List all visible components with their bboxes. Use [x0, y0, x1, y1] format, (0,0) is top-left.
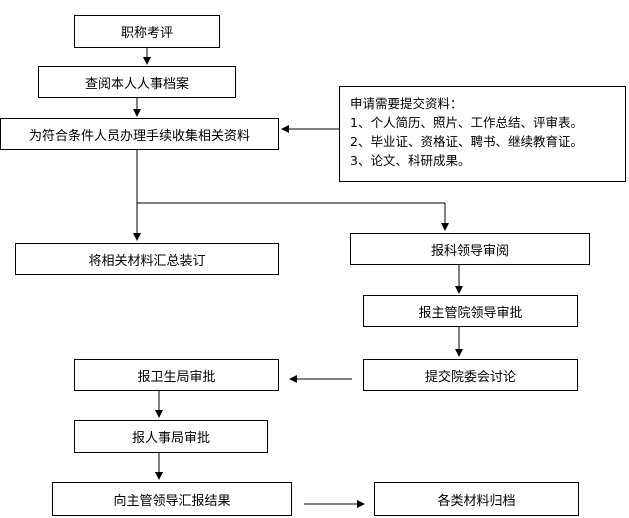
note-item: 3、论文、科研成果。 [350, 153, 471, 168]
required-materials-note: 申请需要提交资料： 1、个人简历、照片、工作总结、评审表。 2、毕业证、资格证、… [339, 86, 626, 182]
box-health-bureau-approval: 报卫生局审批 [74, 359, 279, 391]
note-item: 2、毕业证、资格证、聘书、继续教育证。 [350, 134, 583, 149]
box-title-evaluation: 职称考评 [74, 15, 220, 48]
box-collect-materials: 为符合条件人员办理手续收集相关资料 [0, 118, 279, 150]
box-personnel-bureau-approval: 报人事局审批 [74, 420, 268, 453]
box-report-results: 向主管领导汇报结果 [52, 482, 292, 516]
box-review-personnel-file: 查阅本人人事档案 [38, 66, 236, 98]
box-committee-discussion: 提交院委会讨论 [363, 359, 578, 391]
box-bind-materials: 将相关材料汇总装订 [15, 243, 279, 275]
note-item: 1、个人简历、照片、工作总结、评审表。 [350, 115, 583, 130]
box-submit-dean-leader: 报主管院领导审批 [363, 295, 578, 327]
box-archive-materials: 各类材料归档 [374, 482, 579, 516]
box-submit-dept-leader: 报科领导审阅 [350, 233, 590, 265]
note-title: 申请需要提交资料： [350, 96, 463, 111]
